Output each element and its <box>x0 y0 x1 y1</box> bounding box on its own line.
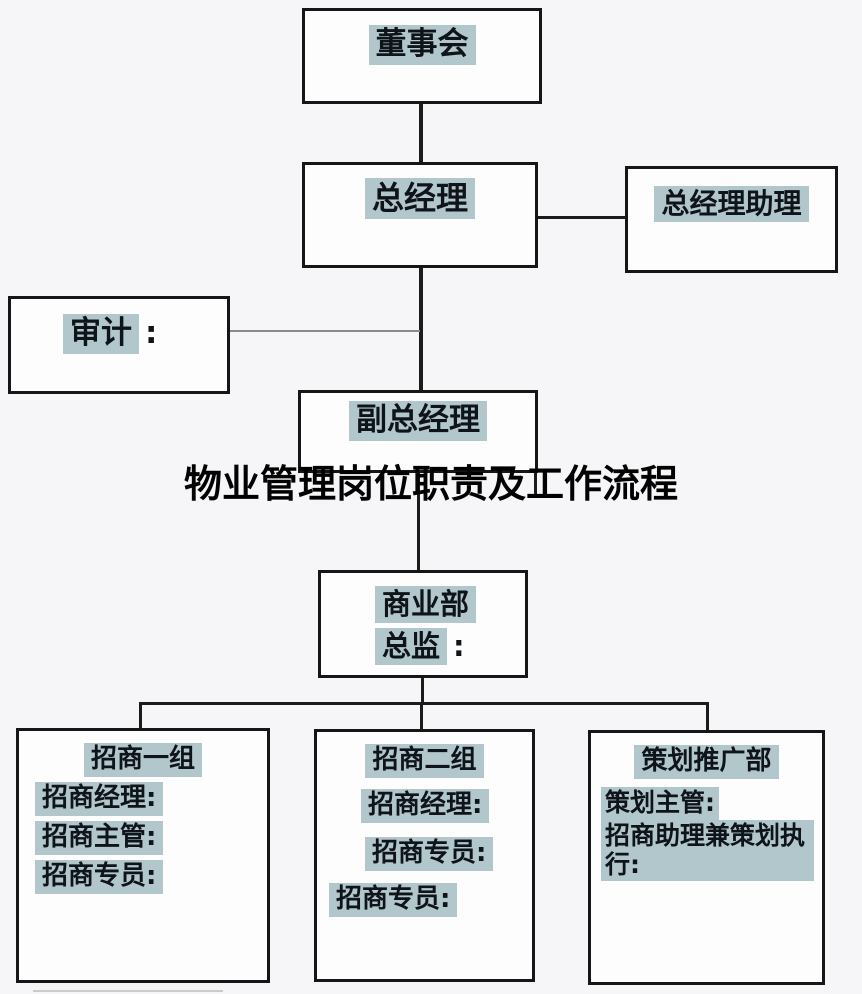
node-audit: 审计: <box>8 296 230 394</box>
connector-drop-group2 <box>420 702 423 730</box>
page-title: 物业管理岗位职责及工作流程 <box>183 462 678 506</box>
node-gm-assistant-label: 总经理助理 <box>654 186 809 223</box>
connector-gm-to-deputy-gm <box>419 268 423 390</box>
node-investment-group-2: 招商二组 招商经理: 招商专员: 招商专员: <box>314 729 535 982</box>
connector-split-bar <box>139 702 709 705</box>
group1-title: 招商一组 <box>19 743 267 777</box>
group2-title: 招商二组 <box>317 744 532 778</box>
scan-artifact-line <box>33 990 223 992</box>
node-gm-assistant: 总经理助理 <box>625 166 838 273</box>
planning-title: 策划推广部 <box>591 745 822 779</box>
connector-stub <box>534 473 537 497</box>
connector-gm-to-assistant <box>538 216 625 219</box>
node-gm-label: 总经理 <box>364 178 475 219</box>
connector-board-to-gm <box>419 104 423 162</box>
node-investment-group-1: 招商一组 招商经理: 招商主管: 招商专员: <box>16 728 270 983</box>
node-board-of-directors: 董事会 <box>302 8 542 104</box>
group1-item-supervisor: 招商主管: <box>35 820 267 855</box>
node-director-line2: 总监: <box>375 625 525 667</box>
group2-item-manager: 招商经理: <box>361 788 532 823</box>
node-deputy-general-manager: 副总经理 <box>298 390 538 473</box>
node-audit-colon: : <box>145 315 158 351</box>
node-planning-promotion-dept: 策划推广部 策划主管: 招商助理兼策划执行: <box>588 730 825 985</box>
connector-director-to-bar <box>421 678 424 703</box>
group1-item-specialist: 招商专员: <box>35 859 267 894</box>
node-commercial-director: 商业部 总监: <box>318 570 528 678</box>
node-director-line1: 商业部 <box>375 583 525 625</box>
group2-item-specialist-1: 招商专员: <box>365 836 532 871</box>
connector-deputy-gm-to-director <box>417 473 420 570</box>
node-deputy-gm-label: 副总经理 <box>349 401 487 441</box>
node-general-manager: 总经理 <box>302 162 538 268</box>
connector-audit <box>230 330 420 332</box>
planning-role-text: 策划主管: 招商助理兼策划执行: <box>601 786 814 882</box>
connector-drop-planning <box>706 702 709 731</box>
node-audit-label: 审计 <box>63 314 139 354</box>
node-board-label: 董事会 <box>368 25 476 65</box>
group1-item-manager: 招商经理: <box>35 781 267 816</box>
connector-drop-group1 <box>139 702 142 729</box>
group2-item-specialist-2: 招商专员: <box>329 882 532 917</box>
